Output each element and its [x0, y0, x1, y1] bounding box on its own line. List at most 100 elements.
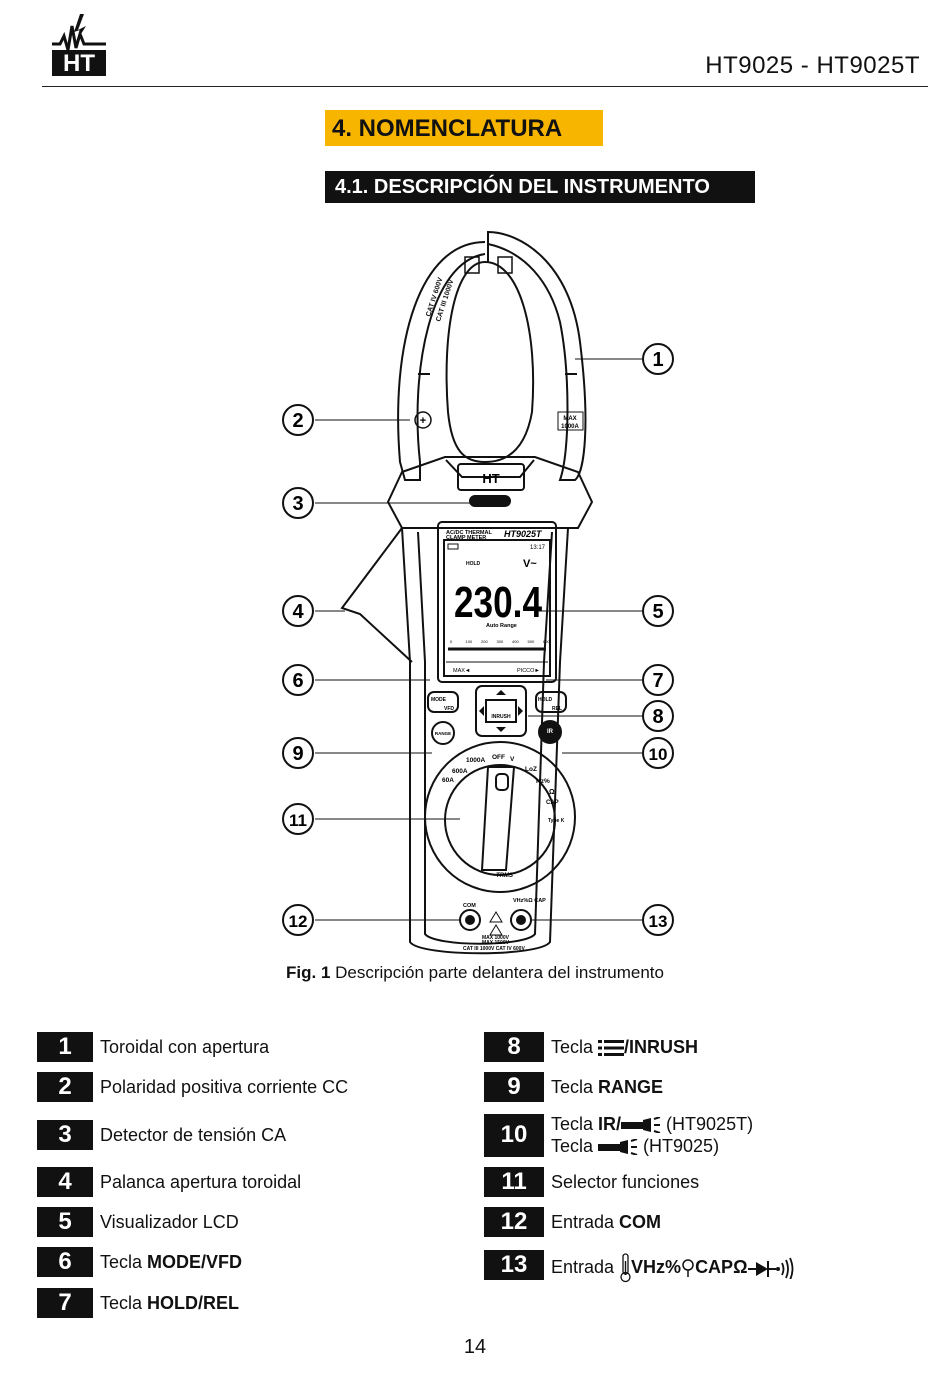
flashlight-icon — [598, 1139, 638, 1156]
jaw-left-outer — [397, 241, 486, 481]
legend-number: 6 — [37, 1247, 93, 1277]
svg-text:+: + — [420, 415, 426, 427]
legend-row-3: 3 Detector de tensión CA — [37, 1120, 286, 1150]
svg-text:1000A: 1000A — [466, 757, 485, 764]
callout-circle — [282, 803, 314, 835]
svg-text:Hz%: Hz% — [536, 778, 550, 785]
jaw-opening — [445, 260, 535, 464]
callout-number: 3 — [292, 493, 303, 515]
svg-text:1000A: 1000A — [561, 424, 579, 430]
legend-description: Visualizador LCD — [100, 1212, 239, 1232]
callout-number: 6 — [292, 670, 303, 692]
svg-text:VHz%Ω CAP: VHz%Ω CAP — [513, 898, 546, 904]
legend-row-1: 1 Toroidal con apertura — [37, 1032, 269, 1062]
callout-number: 7 — [652, 670, 663, 692]
callout-number: 9 — [292, 743, 303, 765]
svg-text:CAT III 1000V CAT IV 600V: CAT III 1000V CAT IV 600V — [463, 946, 525, 952]
svg-text:60A: 60A — [442, 777, 454, 784]
section-title: 4. NOMENCLATURA — [325, 110, 603, 146]
svg-text:AC/DC THERMAL: AC/DC THERMAL — [446, 530, 492, 536]
callout-circle — [282, 737, 314, 769]
svg-text:MAX 1000V: MAX 1000V — [482, 935, 510, 941]
legend-row-6: 6 Tecla MODE/VFD — [37, 1247, 242, 1277]
svg-text:INRUSH: INRUSH — [491, 714, 511, 720]
jaw-logo: HT — [482, 471, 499, 486]
lcd-reading: 230.4 — [454, 578, 542, 627]
svg-text:Type K: Type K — [548, 818, 565, 824]
figure-caption: Fig. 1 Descripción parte delantera del i… — [286, 963, 664, 982]
legend-row-9: 9 Tecla RANGE — [484, 1072, 663, 1102]
callout-circle — [282, 664, 314, 696]
svg-text:MAX 1500V: MAX 1500V — [482, 940, 510, 946]
svg-text:CAP: CAP — [546, 800, 559, 806]
jaw-right-outer — [487, 230, 587, 481]
callout-circle — [282, 904, 314, 936]
svg-text:IR: IR — [547, 729, 554, 735]
legend-row-13: 13 Entrada VHz%CAPΩ — [484, 1247, 794, 1283]
logo-text: HT — [63, 50, 95, 77]
legend-description: Polaridad positiva corriente CC — [100, 1077, 349, 1097]
legend-number: 1 — [37, 1032, 93, 1062]
callout-number: 5 — [652, 601, 663, 623]
svg-text:RANGE: RANGE — [435, 731, 451, 736]
callout-circle — [282, 404, 314, 436]
legend-description: Toroidal con apertura — [100, 1037, 270, 1057]
subsection-title: 4.1. DESCRIPCIÓN DEL INSTRUMENTO — [325, 171, 755, 203]
callout-circle — [642, 595, 674, 627]
callout-circle — [282, 487, 314, 519]
legend-row-8: 8 Tecla /INRUSH — [484, 1032, 698, 1062]
lcd-scale-label: 0 — [450, 639, 453, 644]
svg-text:CLAMP METER: CLAMP METER — [446, 535, 486, 541]
callout-circle — [642, 737, 674, 769]
callout-circle — [642, 664, 674, 696]
legend-row-10: 10 Tecla IR/ (HT9025T) Tecla (HT9025) — [484, 1113, 753, 1157]
ht-logo: HT — [50, 12, 108, 78]
instrument-figure: CAT IV 600V CAT III 1000V + MAX 1000A HT… — [270, 222, 690, 962]
svg-text:13:17: 13:17 — [530, 545, 546, 551]
flashlight-icon — [621, 1117, 661, 1134]
legend-description: Tecla MODE/VFD — [100, 1252, 243, 1272]
svg-text:REL: REL — [552, 706, 562, 712]
lcd-scale-label: 400 — [512, 639, 519, 644]
svg-text:MODE: MODE — [431, 697, 447, 703]
svg-text:Auto Range: Auto Range — [486, 623, 517, 629]
legend-row-2: 2 Polaridad positiva corriente CC — [37, 1072, 348, 1102]
legend-description: Detector de tensión CA — [100, 1125, 287, 1145]
svg-text:TRMS: TRMS — [496, 873, 513, 879]
legend-number: 2 — [37, 1072, 93, 1102]
thermometer-icon — [620, 1253, 631, 1283]
svg-text:HOLD: HOLD — [466, 561, 481, 567]
legend-number: 3 — [37, 1120, 93, 1150]
svg-text:V~: V~ — [523, 558, 537, 570]
callout-number: 13 — [649, 912, 668, 931]
svg-text:VFD: VFD — [444, 706, 454, 712]
page-number: 14 — [463, 1336, 487, 1358]
callout-number: 8 — [652, 706, 663, 728]
legend-description: Palanca apertura toroidal — [100, 1172, 302, 1192]
svg-text:OFF: OFF — [492, 754, 505, 761]
svg-text:Ω: Ω — [549, 789, 555, 796]
callout-number: 2 — [292, 410, 303, 432]
lcd-scale-label: 300 — [497, 639, 504, 644]
svg-text:600A: 600A — [452, 768, 468, 775]
legend-number: 7 — [37, 1288, 93, 1318]
callout-circle — [282, 595, 314, 627]
svg-text:PICCO►: PICCO► — [517, 668, 540, 674]
menu-icon — [598, 1040, 625, 1057]
svg-text:HOLD: HOLD — [538, 697, 553, 703]
header-divider — [42, 86, 928, 87]
svg-text:HT9025T: HT9025T — [504, 529, 543, 539]
lcd-scale-label: 600 — [543, 639, 550, 644]
legend-row-12: 12 Entrada COM — [484, 1207, 661, 1237]
callout-number: 10 — [649, 745, 668, 764]
callout-number: 11 — [289, 811, 307, 830]
lcd-scale-label: 200 — [481, 639, 488, 644]
svg-text:MAX◄: MAX◄ — [453, 668, 470, 674]
callout-circle — [642, 700, 674, 732]
probe-icon — [682, 1259, 694, 1277]
diode-continuity-icon — [747, 1257, 793, 1279]
svg-text:COM: COM — [463, 903, 476, 909]
